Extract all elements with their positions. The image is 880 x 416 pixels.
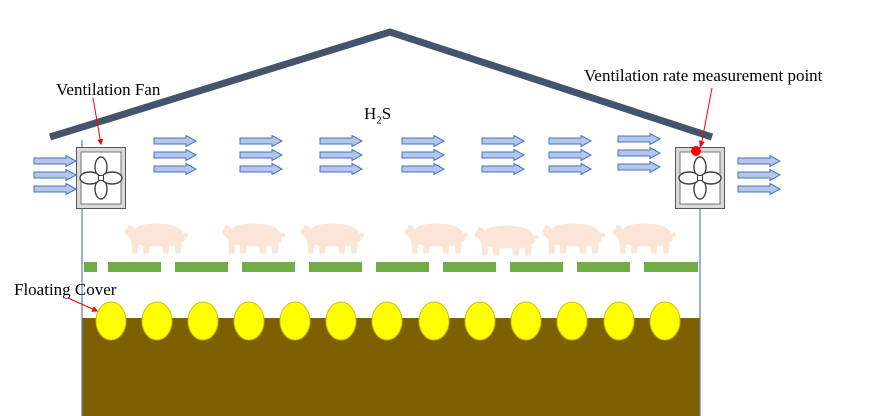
pig-icon <box>404 223 469 254</box>
floating-ball <box>141 301 173 341</box>
airflow-arrow-icon <box>737 155 781 195</box>
floating-ball <box>649 301 681 341</box>
airflow-arrow-icon <box>239 135 283 175</box>
fan-icon <box>675 147 725 209</box>
measurement-point-icon <box>691 146 701 156</box>
floor-slat <box>84 262 97 272</box>
airflow-arrow-icon <box>33 155 77 195</box>
pig-icon <box>541 223 606 254</box>
floating-ball <box>464 301 496 341</box>
pigs <box>124 223 677 256</box>
floating-ball <box>556 301 588 341</box>
pig-icon <box>612 223 677 254</box>
floor-slat <box>644 262 698 272</box>
fan-icon <box>76 147 126 209</box>
floor-slat <box>309 262 362 272</box>
floating-cover-balls <box>95 301 681 341</box>
floating-ball <box>603 301 635 341</box>
airflow-arrows <box>33 133 781 195</box>
floating-ball <box>187 301 219 341</box>
floor-slat <box>443 262 496 272</box>
fan-pointer <box>92 97 104 146</box>
floating-ball <box>279 301 311 341</box>
floating-ball <box>325 301 357 341</box>
airflow-arrow-icon <box>548 135 592 175</box>
pig-icon <box>124 223 189 254</box>
pig-icon <box>221 223 286 254</box>
floating-ball <box>510 301 542 341</box>
floor-slat <box>175 262 228 272</box>
airflow-arrow-icon <box>481 135 525 175</box>
measurement-pointer <box>698 87 713 148</box>
cover-pointer <box>67 297 99 312</box>
pig-icon <box>300 223 365 254</box>
gas-subscript: 2 <box>376 114 382 127</box>
airflow-arrow-icon <box>319 135 363 175</box>
measurement-point-label: Ventilation rate measurement point <box>584 66 823 85</box>
floor-slat <box>108 262 161 272</box>
airflow-arrow-icon <box>401 135 445 175</box>
pig-icon <box>474 225 539 256</box>
floating-ball <box>233 301 265 341</box>
floor-slat <box>242 262 295 272</box>
floor-slat <box>577 262 630 272</box>
slatted-floor <box>84 262 698 272</box>
floating-ball <box>371 301 403 341</box>
floor-slat <box>376 262 429 272</box>
roof <box>48 28 714 141</box>
gas-main: H <box>364 104 377 123</box>
airflow-arrow-icon <box>153 135 197 175</box>
floating-cover-label: Floating Cover <box>14 280 117 299</box>
floating-ball <box>418 301 450 341</box>
ventilation-fan-label: Ventilation Fan <box>56 80 161 99</box>
airflow-arrow-icon <box>617 133 661 173</box>
gas-label: H2S <box>364 104 391 126</box>
gas-tail: S <box>381 104 392 123</box>
floating-ball <box>95 301 127 341</box>
floor-slat <box>510 262 563 272</box>
